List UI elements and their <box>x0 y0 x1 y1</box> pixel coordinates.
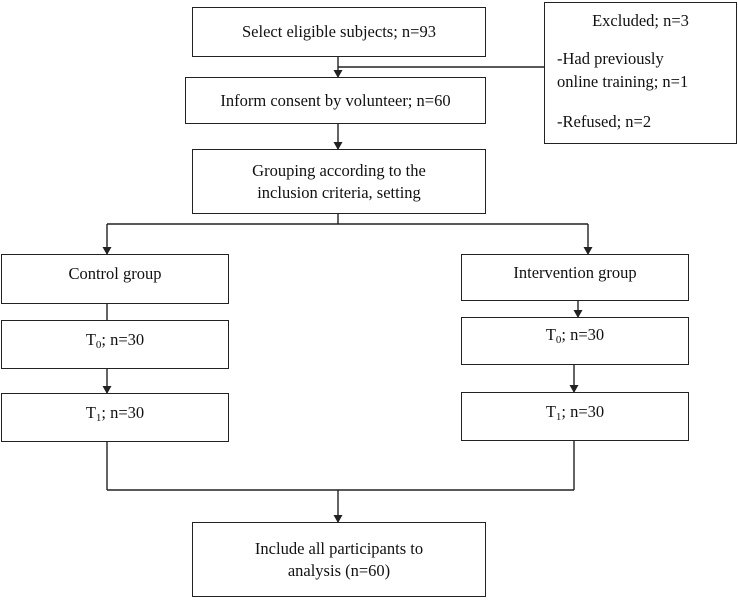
final-text-line-1: Include all participants to <box>254 539 424 559</box>
excluded-box: Excluded; n=3 -Had previously online tra… <box>544 2 737 144</box>
select-subjects-text: Select eligible subjects; n=93 <box>242 22 436 42</box>
excluded-reason-1-line-1: -Had previously <box>557 49 664 68</box>
consent-text: Inform consent by volunteer; n=60 <box>220 90 451 110</box>
grouping-box: Grouping according to the inclusion crit… <box>192 149 486 214</box>
control-group-box: Control group <box>1 254 229 304</box>
control-group-label: Control group <box>68 264 162 283</box>
intervention-group-label: Intervention group <box>513 263 637 282</box>
final-analysis-box: Include all participants to analysis (n=… <box>192 522 486 597</box>
excluded-reason-2: -Refused; n=2 <box>557 112 652 131</box>
consent-box: Inform consent by volunteer; n=60 <box>185 77 486 124</box>
excluded-reason-1-line-2: online training; n=1 <box>557 72 689 91</box>
intervention-group-box: Intervention group <box>461 254 689 301</box>
grouping-text-line-1: Grouping according to the <box>252 161 426 181</box>
final-text-line-2: analysis (n=60) <box>287 560 391 580</box>
grouping-text-line-2: inclusion criteria, setting <box>257 182 421 202</box>
excluded-title: Excluded; n=3 <box>592 11 689 30</box>
select-subjects-box: Select eligible subjects; n=93 <box>192 7 486 57</box>
